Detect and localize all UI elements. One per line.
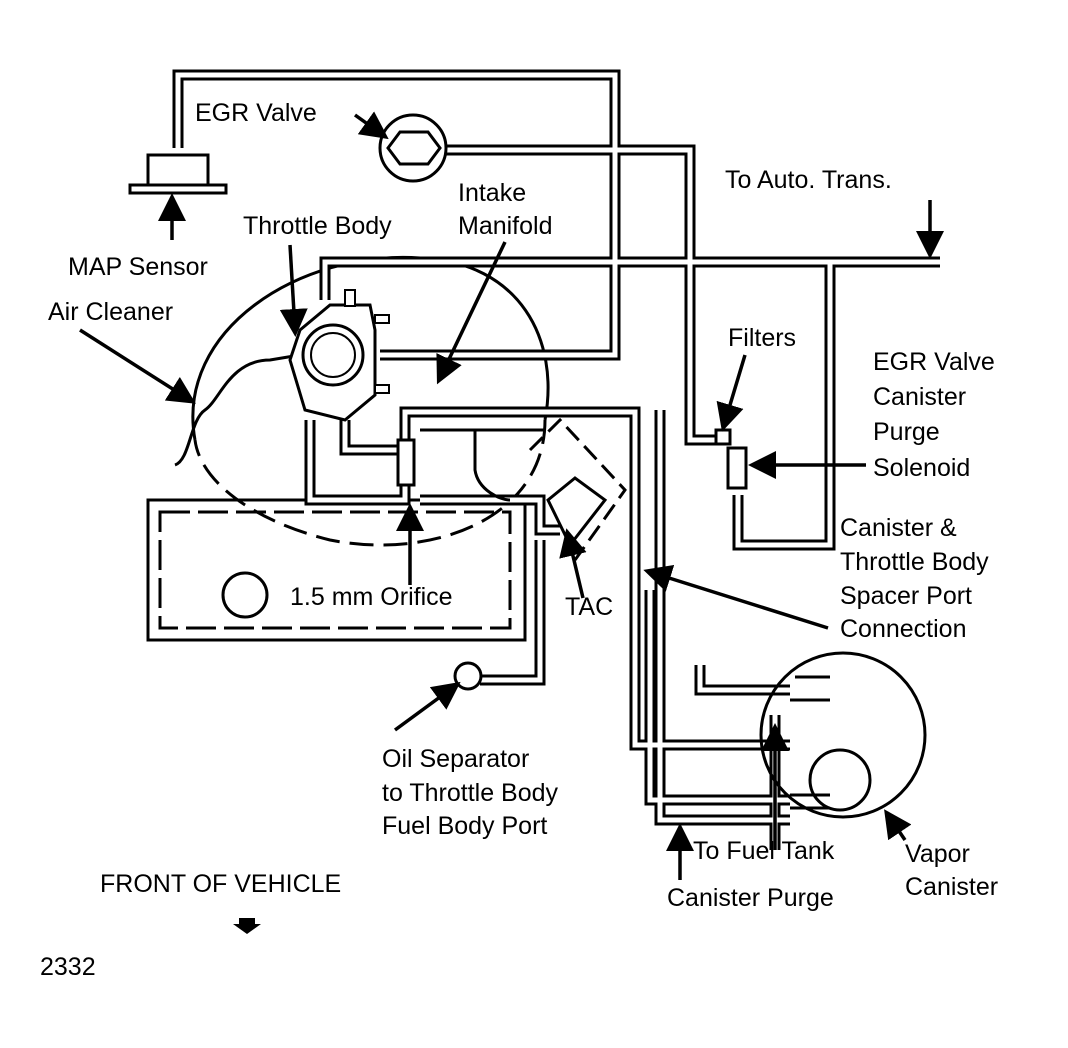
label-air-cleaner: Air Cleaner [48,298,173,326]
label-vapor-canister-1: Vapor [905,840,970,868]
label-orifice: 1.5 mm Orifice [290,583,453,611]
engine-port-circle [221,571,269,619]
label-spacer-port-3: Spacer Port [840,582,972,610]
label-spacer-port-1: Canister & [840,514,957,542]
down-arrow-icon [233,918,261,934]
label-egr-valve: EGR Valve [195,99,317,127]
label-to-fuel-tank: To Fuel Tank [693,837,835,865]
label-to-auto-trans: To Auto. Trans. [725,166,892,194]
hose-inner [657,410,790,823]
hose-inner [480,540,543,683]
hose-inner [697,665,790,693]
hose-inner [307,409,790,748]
hose-inner [687,412,725,443]
intake-manifold [396,428,545,502]
hose-inner [445,147,693,412]
egr-valve [378,113,448,183]
label-solenoid-3: Purge [873,418,940,446]
hose-inner [342,420,405,453]
label-throttle-body: Throttle Body [243,212,392,240]
hose-inner [735,262,833,548]
label-oil-separator-3: Fuel Body Port [382,812,547,840]
hose-inner [420,497,560,533]
hose-inner [322,259,940,300]
label-filters: Filters [728,324,796,352]
oil-separator [453,661,483,691]
label-tac: TAC [565,593,613,621]
engine-outline [146,498,527,642]
label-intake-manifold-1: Intake [458,179,526,207]
label-oil-separator-1: Oil Separator [382,745,529,773]
label-spacer-port-4: Connection [840,615,966,643]
hose [339,420,405,456]
throttle-body [288,289,390,422]
label-oil-separator-2: to Throttle Body [382,779,559,807]
hose-inner [647,590,790,803]
canister-purge-solenoid [714,428,748,490]
label-vapor-canister-2: Canister [905,873,998,901]
vapor-canister [759,651,927,819]
front-of-vehicle-label: FRONT OF VEHICLE [100,870,341,898]
filter [714,428,732,446]
label-solenoid-1: EGR Valve [873,348,995,376]
label-map-sensor: MAP Sensor [68,253,208,281]
hose [319,256,940,300]
map-sensor [128,153,228,195]
label-canister-purge: Canister Purge [667,884,834,912]
hose [732,262,836,551]
label-solenoid-2: Canister [873,383,966,411]
label-solenoid-4: Solenoid [873,454,970,482]
figure-number: 2332 [40,953,96,981]
hose-inner [175,72,618,358]
label-intake-manifold-2: Manifold [458,212,553,240]
pointer-arrows [79,111,944,880]
label-spacer-port-2: Throttle Body [840,548,989,576]
